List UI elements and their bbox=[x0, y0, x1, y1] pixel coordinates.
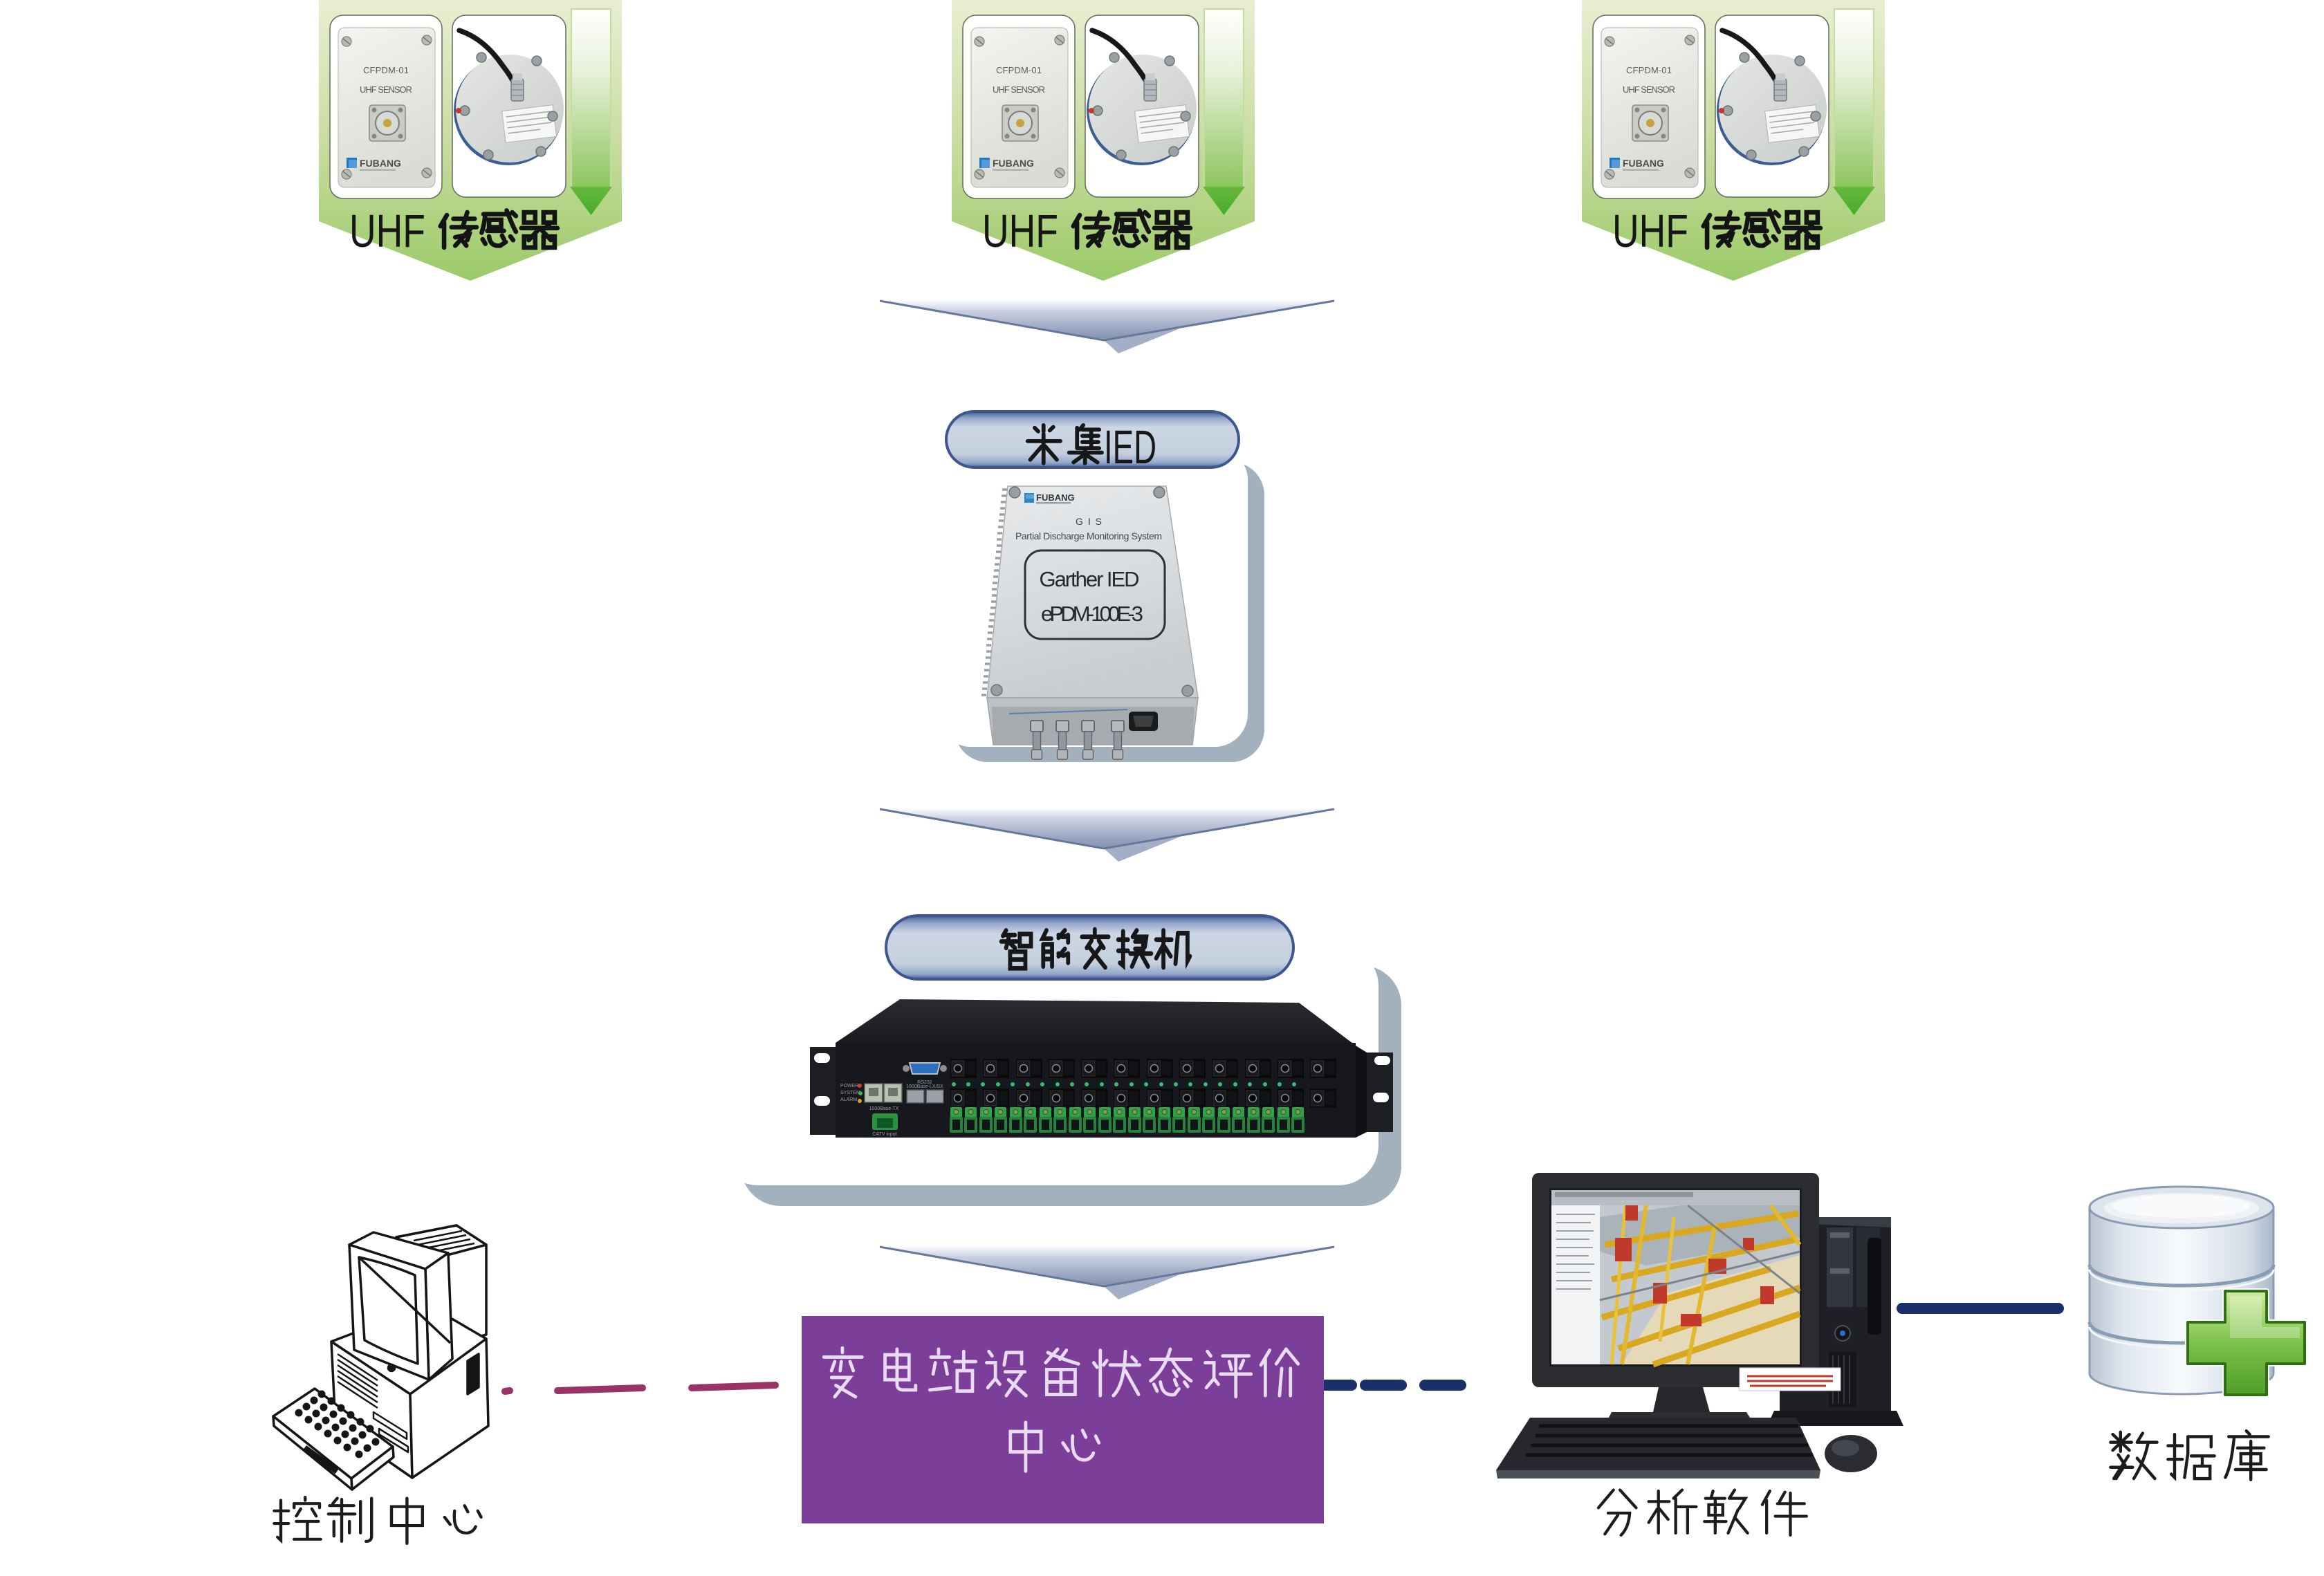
svg-text:SYSTEM: SYSTEM bbox=[840, 1091, 860, 1095]
svg-text:ALARM: ALARM bbox=[840, 1097, 857, 1102]
svg-text:IED: IED bbox=[1104, 420, 1156, 474]
svg-text:Garther IED: Garther IED bbox=[1040, 567, 1140, 591]
svg-text:ePDM-100E-3: ePDM-100E-3 bbox=[1041, 602, 1143, 626]
svg-text:POWER: POWER bbox=[840, 1084, 858, 1088]
svg-text:1000Base-TX: 1000Base-TX bbox=[869, 1106, 899, 1111]
svg-text:FUBANG: FUBANG bbox=[1036, 492, 1075, 503]
svg-text:G I S: G I S bbox=[1076, 516, 1102, 527]
svg-text:1000Base-LX/SX: 1000Base-LX/SX bbox=[906, 1084, 943, 1089]
svg-text:Partial Discharge Monitoring S: Partial Discharge Monitoring System bbox=[1015, 530, 1162, 541]
svg-text:RS232: RS232 bbox=[917, 1080, 932, 1085]
svg-text:CATV input: CATV input bbox=[872, 1132, 896, 1137]
